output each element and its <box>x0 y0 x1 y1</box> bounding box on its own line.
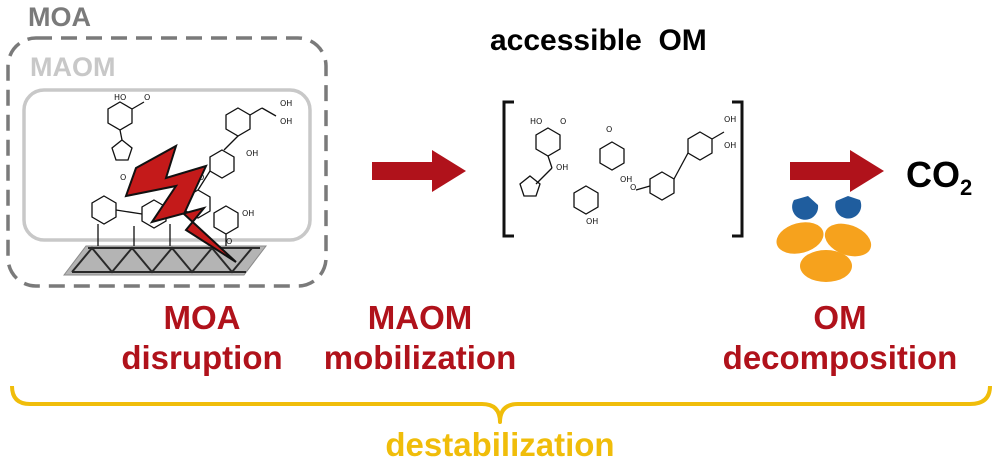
free-organic-molecules <box>519 127 725 215</box>
step-moa-line2: disruption <box>121 339 283 376</box>
microbes <box>776 222 872 282</box>
step-om-decomposition: OM decomposition <box>690 298 990 378</box>
atom-label: OH <box>556 163 568 172</box>
atom-label: HO <box>530 117 542 126</box>
atom-label: HO <box>114 93 126 102</box>
atom-label: OH <box>246 149 258 158</box>
atom-label: OH <box>280 117 292 126</box>
maom-label: MAOM <box>30 52 116 82</box>
step-moa-disruption: MOA disruption <box>72 298 332 378</box>
accessible-om-label: accessible OM <box>490 24 707 57</box>
enzyme-icon <box>792 196 819 220</box>
co2-text: CO <box>906 154 960 195</box>
atom-label: O <box>560 117 566 126</box>
atom-label: OH <box>280 99 292 108</box>
atom-label: O <box>144 93 150 102</box>
atom-label: O <box>120 173 126 182</box>
atom-label: O <box>226 237 232 246</box>
microbe-icon <box>800 250 852 282</box>
arrow-decomposition <box>790 150 884 192</box>
microbe-icon <box>824 223 872 257</box>
co2-subscript: 2 <box>960 175 973 201</box>
lightning-bolt-icon <box>124 143 237 263</box>
atom-label: OH <box>620 175 632 184</box>
step-maom-line2: mobilization <box>323 339 517 376</box>
atom-label: O <box>606 125 612 134</box>
enzyme-icon <box>835 196 862 219</box>
step-om-line1: OM <box>813 299 867 336</box>
step-maom-line1: MAOM <box>367 299 473 336</box>
arrow-mobilization <box>372 150 466 192</box>
microbe-icon <box>776 222 824 254</box>
moa-label: MOA <box>28 2 91 32</box>
atom-label: OH <box>242 209 254 218</box>
atom-label: OH <box>724 115 736 124</box>
mineral-surface <box>62 245 268 276</box>
free-molecule-atoms: HO O OH OH O OH OH OH O <box>530 115 736 226</box>
maom-box <box>22 88 312 242</box>
moa-aggregate-box <box>6 36 328 288</box>
destabilization-label: destabilization <box>385 426 615 463</box>
destabilization-brace <box>10 385 992 424</box>
atom-label: O <box>630 183 636 192</box>
atom-label: OH <box>724 141 736 150</box>
atom-label: OH <box>586 217 598 226</box>
left-bracket <box>502 100 514 238</box>
step-om-line2: decomposition <box>722 339 958 376</box>
step-maom-mobilization: MAOM mobilization <box>290 298 550 378</box>
step-moa-line1: MOA <box>163 299 241 336</box>
co2-label: CO2 <box>906 154 972 201</box>
right-bracket <box>732 100 744 238</box>
